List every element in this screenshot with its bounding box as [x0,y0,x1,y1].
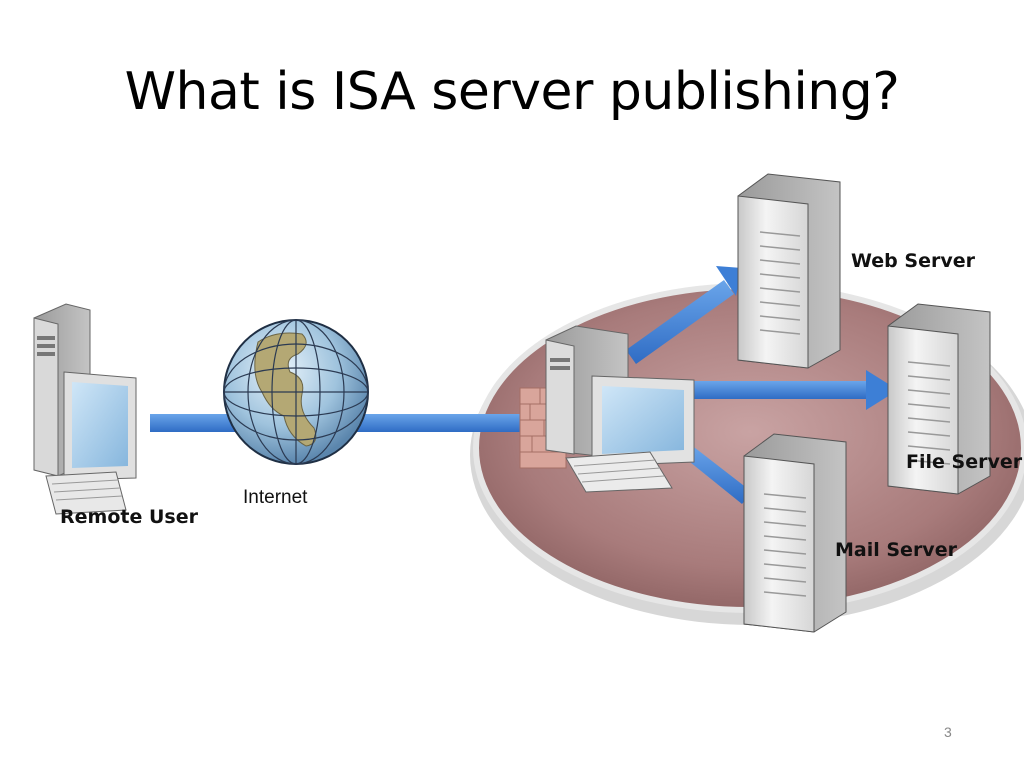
file-server-icon [887,303,991,495]
web-server-icon [737,173,841,369]
file-server-label: File Server [906,451,1023,473]
isa-server-computer-icon [519,325,695,493]
arrow-isa-to-mail-server [680,444,752,504]
remote-user-computer-icon [33,303,137,515]
arrow-remote-to-internet [150,414,240,432]
internet-label: Internet [243,487,308,508]
arrow-isa-to-file-server [690,370,898,410]
internet-globe-icon [223,319,369,465]
mail-server-label: Mail Server [835,539,957,561]
arrow-isa-to-web-server [626,266,742,364]
remote-user-label: Remote User [60,506,198,528]
slide-title: What is ISA server publishing? [124,62,900,122]
mail-server-icon [743,433,847,633]
web-server-label: Web Server [851,250,975,272]
slide-number: 3 [944,724,952,740]
